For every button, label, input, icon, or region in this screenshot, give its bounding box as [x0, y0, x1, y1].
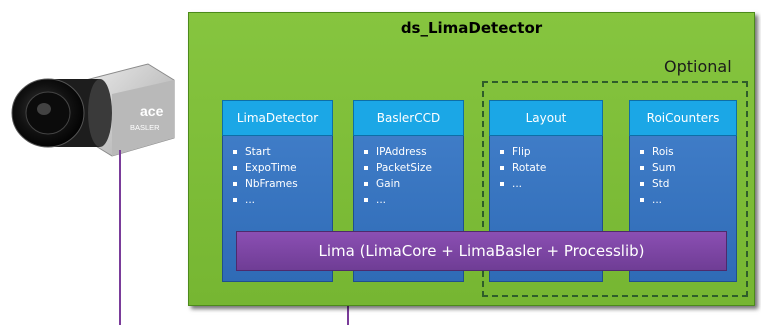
list-item: Sum	[638, 160, 730, 176]
list-item: Flip	[498, 144, 596, 160]
optional-label: Optional	[664, 57, 732, 76]
list-item: Start	[231, 144, 326, 160]
module-title: LimaDetector	[222, 100, 333, 136]
optional-group-outline	[482, 81, 748, 297]
camera-brand-basler: BASLER	[130, 123, 160, 132]
list-item: Std	[638, 176, 730, 192]
ds-lima-detector-container: ds_LimaDetector Optional LimaDetector St…	[188, 12, 755, 306]
list-item: Rotate	[498, 160, 596, 176]
list-item: Gain	[362, 176, 457, 192]
list-item: ...	[362, 192, 457, 208]
basler-camera-image: ace BASLER	[8, 58, 176, 158]
list-item: IPAddress	[362, 144, 457, 160]
camera-brand-ace: ace	[140, 103, 164, 119]
list-item: ExpoTime	[231, 160, 326, 176]
camera-icon: ace BASLER	[11, 63, 175, 157]
module-item-list: Rois Sum Std ...	[638, 144, 730, 208]
module-item-list: IPAddress PacketSize Gain ...	[362, 144, 457, 208]
list-item: NbFrames	[231, 176, 326, 192]
camera-cable	[119, 150, 121, 325]
list-item: PacketSize	[362, 160, 457, 176]
list-item: ...	[231, 192, 326, 208]
module-item-list: Start ExpoTime NbFrames ...	[231, 144, 326, 208]
lima-core-bar: Lima (LimaCore + LimaBasler + Processlib…	[236, 231, 727, 271]
module-item-list: Flip Rotate ...	[498, 144, 596, 192]
list-item: Rois	[638, 144, 730, 160]
list-item: ...	[638, 192, 730, 208]
module-title: Layout	[489, 100, 603, 136]
container-title: ds_LimaDetector	[400, 19, 543, 37]
module-title: BaslerCCD	[353, 100, 464, 136]
list-item: ...	[498, 176, 596, 192]
lima-core-label: Lima (LimaCore + LimaBasler + Processlib…	[318, 242, 645, 260]
module-title: RoiCounters	[629, 100, 737, 136]
